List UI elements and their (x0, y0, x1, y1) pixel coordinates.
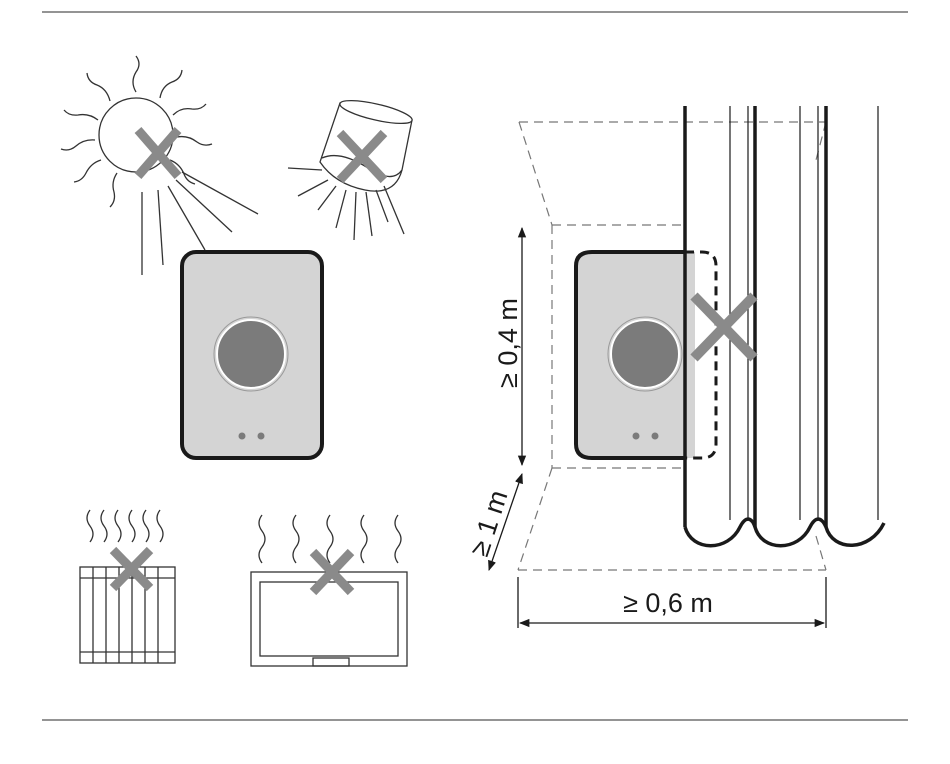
depth-label: ≥ 1 m (464, 487, 513, 560)
radiator-icon (80, 510, 175, 663)
led-dot (652, 433, 659, 440)
device-button (217, 320, 285, 388)
heat-waves (87, 510, 163, 542)
tv-icon (251, 515, 407, 666)
curtain-icon (685, 106, 884, 546)
led-dot (633, 433, 640, 440)
width-label: ≥ 0,6 m (623, 588, 713, 618)
led-dot (239, 433, 246, 440)
sun-icon (61, 56, 258, 275)
height-label: ≥ 0,4 m (493, 298, 523, 388)
prohibited-cross-icon (694, 296, 754, 358)
heat-waves (259, 515, 401, 563)
led-dot (258, 433, 265, 440)
device-button (611, 320, 679, 388)
device-ok (182, 252, 322, 458)
